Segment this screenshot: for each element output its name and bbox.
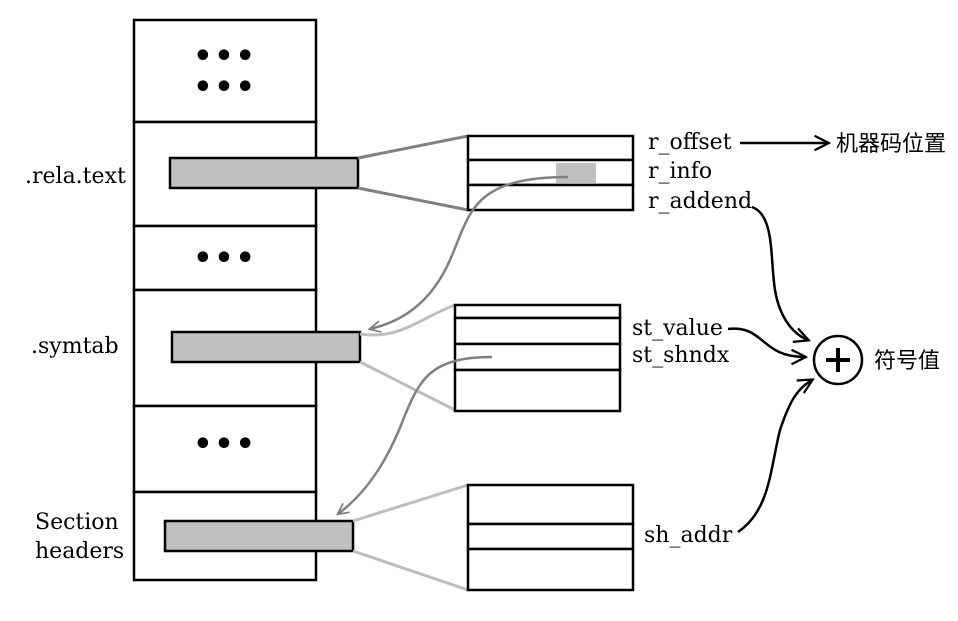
st-value-arrow [727,327,805,357]
sh-addr-field [466,522,635,551]
r-info-field [466,158,635,187]
symbol-value-label: 符号值 [874,349,940,374]
sh-addr-arrow [737,380,812,534]
rela-text-label: .rela.text [25,164,126,189]
section-headers-label-line2: headers [35,539,124,564]
section-header-entry-highlight [163,519,355,553]
ellipsis-mid-2: ••• [193,427,257,462]
r-addend-label: r_addend [648,189,752,214]
addend-arrow [751,205,808,340]
r-info-label: r_info [648,159,712,184]
section-header-entry [466,483,635,592]
st-shndx-label: st_shndx [632,343,730,368]
section-block-top [132,18,318,124]
elf-file-column: ••• ••• ••• ••• [132,18,362,582]
ellipsis-top-2: ••• [193,70,257,105]
st-value-label: st_value [632,316,723,341]
plus-operator [812,334,864,386]
sym-rest-field [453,368,622,413]
shdr-top-field [466,483,635,526]
section-index-arrow [338,355,493,514]
r-addend-field [466,183,635,212]
symtab-label: .symtab [31,334,119,359]
symbol-index-arrow [370,175,569,329]
sym-top-field [453,303,622,320]
r-offset-field [466,134,635,162]
r-info-symbol-index [556,163,596,183]
symtab-entry-highlight [170,330,362,364]
st-value-field [453,316,622,346]
machine-code-position-label: 机器码位置 [836,132,946,157]
sh-addr-label: sh_addr [644,523,733,548]
section-headers-label-line1: Section [35,510,119,535]
symbol-entry [453,303,622,413]
zoom-connectors [352,134,469,592]
shdr-rest-field [466,547,635,592]
r-offset-label: r_offset [648,130,732,155]
rela-entry-highlight [168,156,360,190]
ellipsis-mid-1: ••• [193,241,257,276]
ellipsis-top-1: ••• [193,39,257,74]
relocation-entry [466,134,635,212]
